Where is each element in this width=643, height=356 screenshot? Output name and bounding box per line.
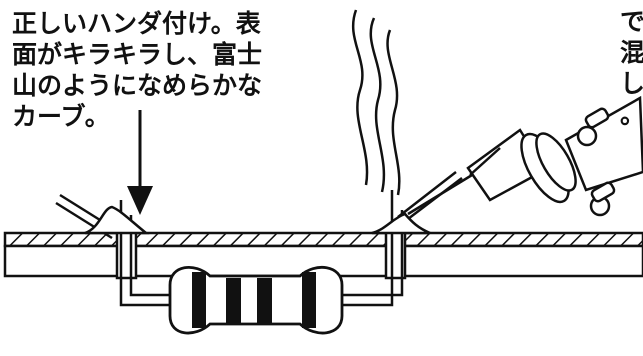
caption-line-4: カーブ。 [12, 102, 110, 131]
good-solder-caption: 正しいハンダ付け。表 面がキラキラし、富士 山のようになめらかな カーブ。 [12, 8, 262, 132]
resistor-band-2 [226, 278, 241, 324]
left-lead-inner [129, 215, 178, 297]
right-lead-top-a [397, 171, 457, 218]
caption-line-2: 面がキラキラし、富士 [12, 40, 263, 69]
solder-fillet-heating [371, 212, 431, 235]
down-arrow-icon [127, 110, 153, 215]
solder-fillet-good [84, 205, 150, 235]
cropped-caption-right: で 混 し 。 [620, 6, 643, 130]
copper-foil-layer [3, 231, 643, 248]
left-lead-outer [119, 200, 178, 307]
caption-line-3: 山のようになめらかな [12, 71, 263, 100]
resistor-band-4 [302, 272, 316, 328]
caption-line-1: 正しいハンダ付け。表 [12, 9, 261, 38]
resistor-band-3 [257, 278, 272, 324]
cropped-line-3: し [620, 69, 643, 98]
soldering-iron-icon [407, 95, 643, 217]
cropped-line-2: 混 [620, 38, 643, 67]
resistor-band-1 [192, 272, 206, 328]
right-lead-inner [330, 210, 404, 297]
smoke-icon [351, 9, 401, 196]
cropped-line-4: 。 [620, 100, 643, 129]
cropped-line-1: で [620, 7, 643, 36]
resistor-icon [168, 266, 344, 335]
